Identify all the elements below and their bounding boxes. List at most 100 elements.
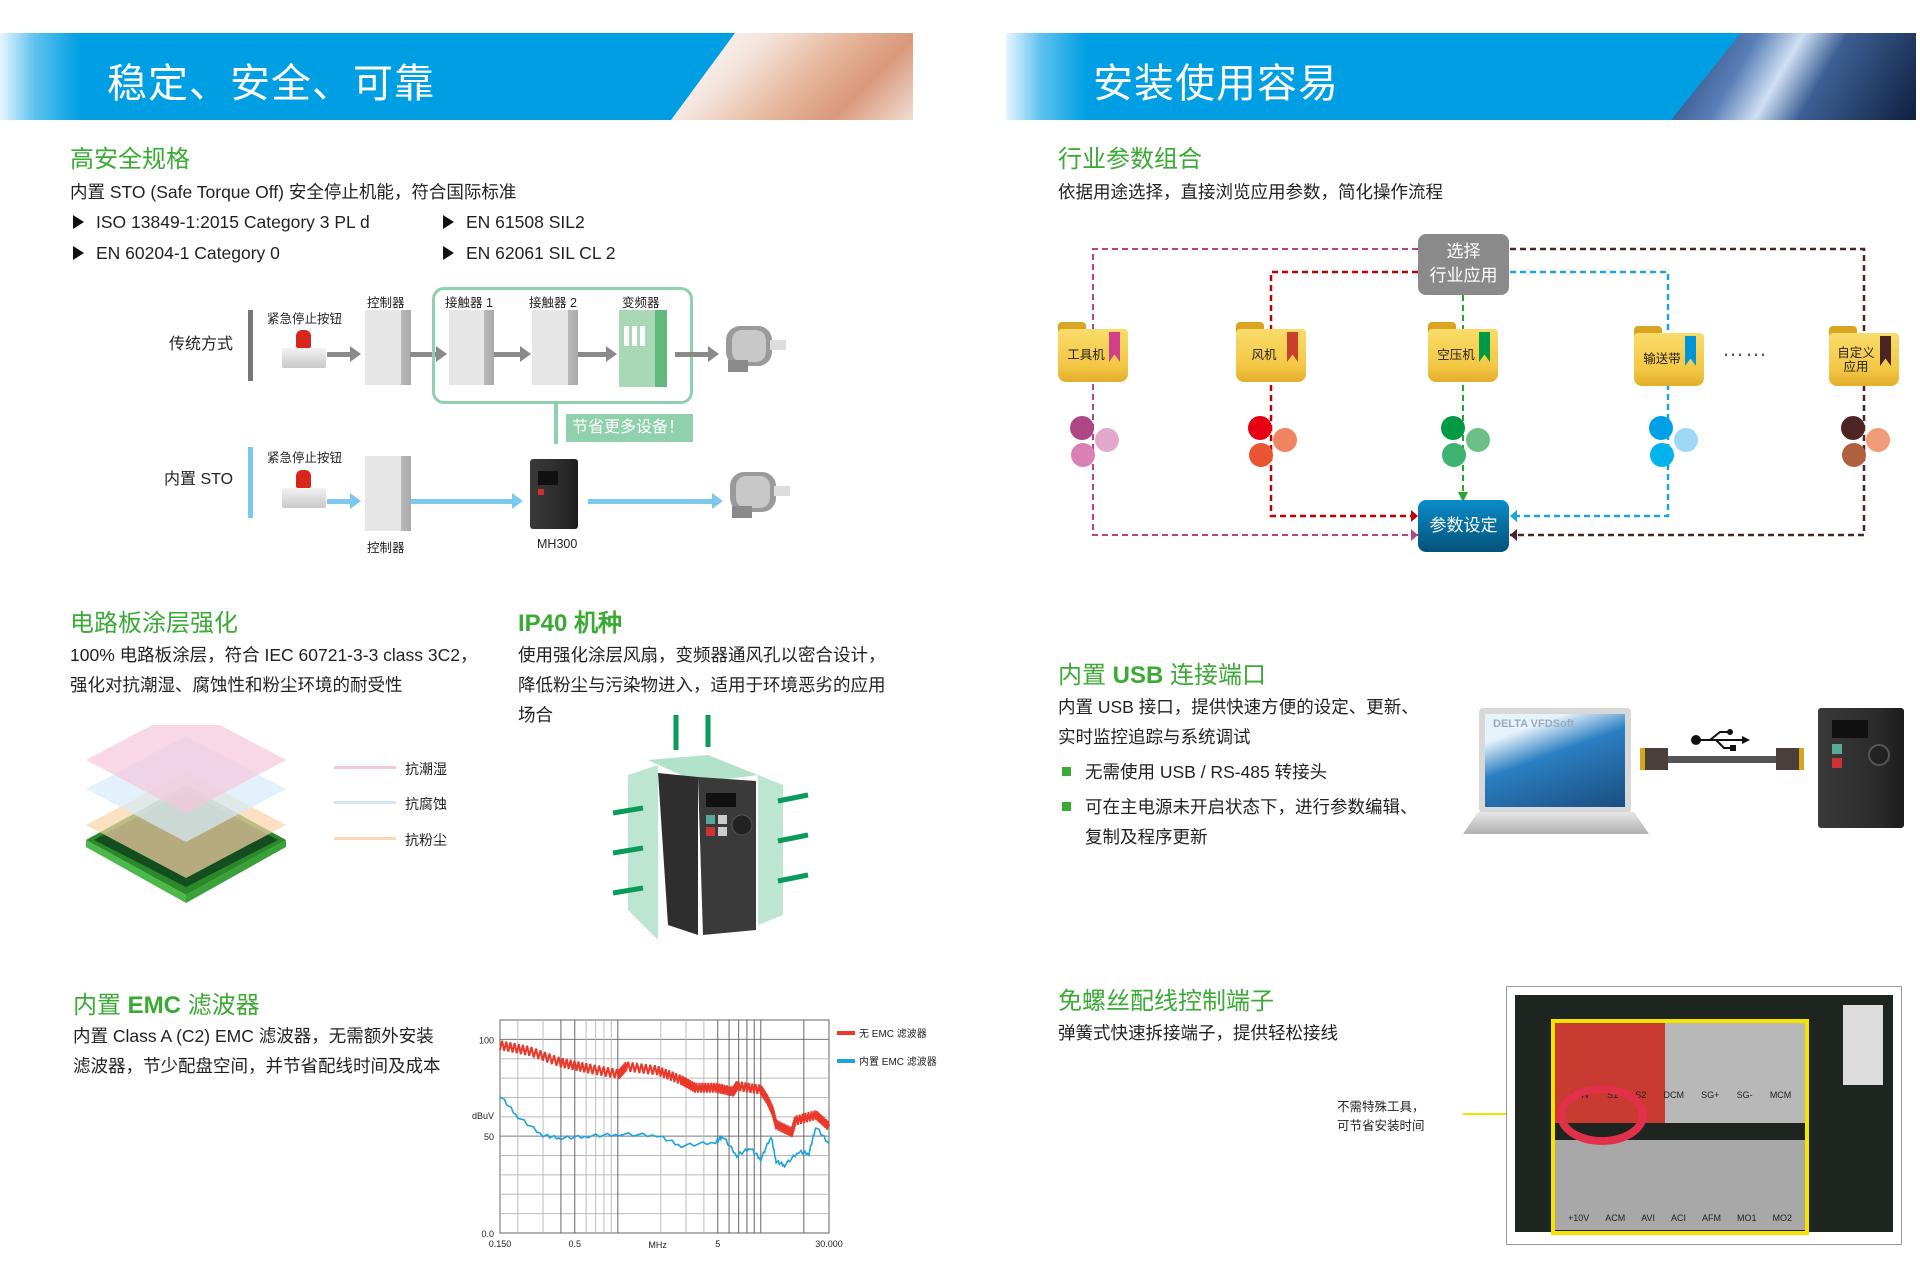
folder-tool-machine[interactable]: 工具机 (1058, 322, 1128, 382)
mh300-label: MH300 (537, 537, 578, 551)
usb-line: 实时监控追踪与系统调试 (1058, 727, 1251, 747)
callout-line: 不需特殊工具， (1337, 1100, 1425, 1114)
triangle-bullet-icon (443, 246, 454, 260)
coating-heading: 电路板涂层强化 (70, 610, 238, 637)
usb-symbol-icon (1691, 729, 1750, 751)
bookmark-icon (1479, 332, 1490, 362)
ip40-drive-illustration (612, 715, 809, 940)
x-tick-label: 5 (715, 1239, 720, 1249)
terminal-label: MO2 (1772, 1213, 1792, 1223)
inverter-box (619, 310, 667, 387)
right-banner: 安装使用容易 (1006, 33, 1916, 120)
usb-heading: 内置 USB 连接端口 (1058, 655, 1266, 690)
highlight-frame (1551, 1019, 1809, 1235)
usb-line: 内置 USB 接口，提供快速方便的设定、更新、 (1058, 697, 1419, 717)
flow-arrow (410, 346, 447, 362)
traditional-bar (248, 310, 253, 381)
bookmark-icon (1685, 336, 1696, 366)
traditional-label: 传统方式 (169, 336, 234, 353)
layer-label: 抗粉尘 (405, 832, 447, 848)
x-tick-label: 0.150 (489, 1239, 512, 1249)
flow-arrow (675, 346, 719, 362)
legend-label: 无 EMC 滤波器 (859, 1027, 927, 1040)
terminal-desc: 弹簧式快速拆接端子，提供轻松接线 (1058, 1023, 1338, 1043)
usb-heading-bold: USB (1112, 662, 1164, 689)
mh300-drive-image (530, 459, 578, 529)
layer-label: 抗潮湿 (405, 761, 447, 777)
select-industry-box[interactable]: 选择 行业应用 (1418, 234, 1509, 295)
flow-arrow (578, 346, 617, 362)
left-banner-title: 稳定、安全、可靠 (107, 62, 435, 106)
ip40-heading: IP40 机种 (518, 603, 622, 638)
controller-box-2 (365, 456, 411, 531)
ip40-line: 场合 (518, 705, 553, 725)
usb-cable (1643, 756, 1803, 763)
standard-text: EN 60204-1 Category 0 (96, 243, 280, 263)
folder-label: 空压机 (1437, 348, 1475, 362)
estop-button-icon (282, 330, 326, 368)
standard-text: EN 62061 SIL CL 2 (466, 243, 616, 263)
usb-bullet: 无需使用 USB / RS-485 转接头 (1058, 757, 1327, 787)
folder-fan[interactable]: 风机 (1236, 322, 1306, 382)
folder-label: 自定义应用 (1837, 346, 1875, 374)
emc-line: 滤波器，节少配盘空间，并节省配线时间及成本 (73, 1056, 441, 1076)
folder-compressor[interactable]: 空压机 (1428, 322, 1498, 382)
terminal-label: ACI (1671, 1213, 1687, 1223)
terminal-heading: 免螺丝配线控制端子 (1058, 988, 1274, 1015)
parameter-setting-box[interactable]: 参数设定 (1418, 500, 1509, 552)
left-banner: 稳定、安全、可靠 (0, 33, 913, 120)
contactor2-box (532, 310, 578, 385)
laptop-image: DELTA VFDSoft (1463, 708, 1649, 838)
terminal-label: DCM (1663, 1090, 1684, 1100)
controller-label: 控制器 (367, 296, 405, 310)
contactor2-label: 接触器 2 (529, 296, 577, 310)
square-bullet-icon (1062, 767, 1071, 776)
triangle-bullet-icon (73, 215, 84, 229)
controller-label-2: 控制器 (367, 541, 405, 555)
estop-button-icon (282, 470, 326, 508)
terminal-label: SG- (1736, 1090, 1753, 1100)
select-line: 选择 (1446, 242, 1481, 261)
standard-text: ISO 13849-1:2015 Category 3 PL d (96, 212, 370, 232)
series-line (499, 1040, 830, 1138)
flow-arrow (588, 493, 723, 509)
triangle-bullet-icon (443, 215, 454, 229)
folder-label: 工具机 (1067, 348, 1105, 362)
estop-label-2: 紧急停止按钮 (267, 451, 343, 465)
red-jumper-wire (1557, 1085, 1647, 1145)
emc-heading-bold: EMC (127, 992, 182, 1019)
ip40-line: 降低粉尘与污染物进入，适用于环境恶劣的应用 (518, 675, 886, 695)
usb-bullet: 可在主电源未开启状态下，进行参数编辑、 (1058, 792, 1418, 822)
y-tick-label: 0.0 (481, 1229, 494, 1239)
usb-heading-post: 连接端口 (1163, 662, 1267, 689)
folder-conveyor[interactable]: 输送带 (1634, 326, 1704, 386)
flow-arrow (327, 493, 361, 509)
folder-custom[interactable]: 自定义应用 (1829, 326, 1899, 386)
layer-label: 抗腐蚀 (405, 796, 447, 812)
coating-layers-illustration (86, 725, 286, 903)
y-tick-label: 100 (479, 1035, 494, 1045)
emc-line: 内置 Class A (C2) EMC 滤波器，无需额外安装 (73, 1026, 434, 1046)
terminal-label: ACM (1605, 1213, 1626, 1223)
sto-bar (248, 447, 253, 518)
drive-image (1818, 708, 1904, 828)
ip40-line: 使用强化涂层风扇，变频器通风孔以密合设计， (518, 645, 886, 665)
folder-label: 输送带 (1643, 352, 1681, 366)
controller-box (365, 310, 411, 385)
industry-heading: 行业参数组合 (1058, 146, 1202, 173)
contactor-group-frame (432, 287, 693, 404)
industry-desc: 依据用途选择，直接浏览应用参数，简化操作流程 (1058, 182, 1443, 202)
safety-heading: 高安全规格 (70, 146, 190, 173)
folder-label: 风机 (1251, 348, 1277, 362)
legend-label: 内置 EMC 滤波器 (859, 1055, 937, 1068)
layer-connector (334, 837, 396, 840)
standard-item: ISO 13849-1:2015 Category 3 PL d (73, 207, 370, 237)
usb-bullet-text: 无需使用 USB / RS-485 转接头 (1085, 762, 1328, 782)
usb-plug-left (1640, 748, 1668, 770)
triangle-bullet-icon (73, 246, 84, 260)
safety-intro: 内置 STO (Safe Torque Off) 安全停止机能，符合国际标准 (70, 182, 517, 202)
terminal-label: SG+ (1701, 1090, 1720, 1100)
x-axis-label: MHz (648, 1240, 667, 1250)
contactor1-label: 接触器 1 (445, 296, 493, 310)
